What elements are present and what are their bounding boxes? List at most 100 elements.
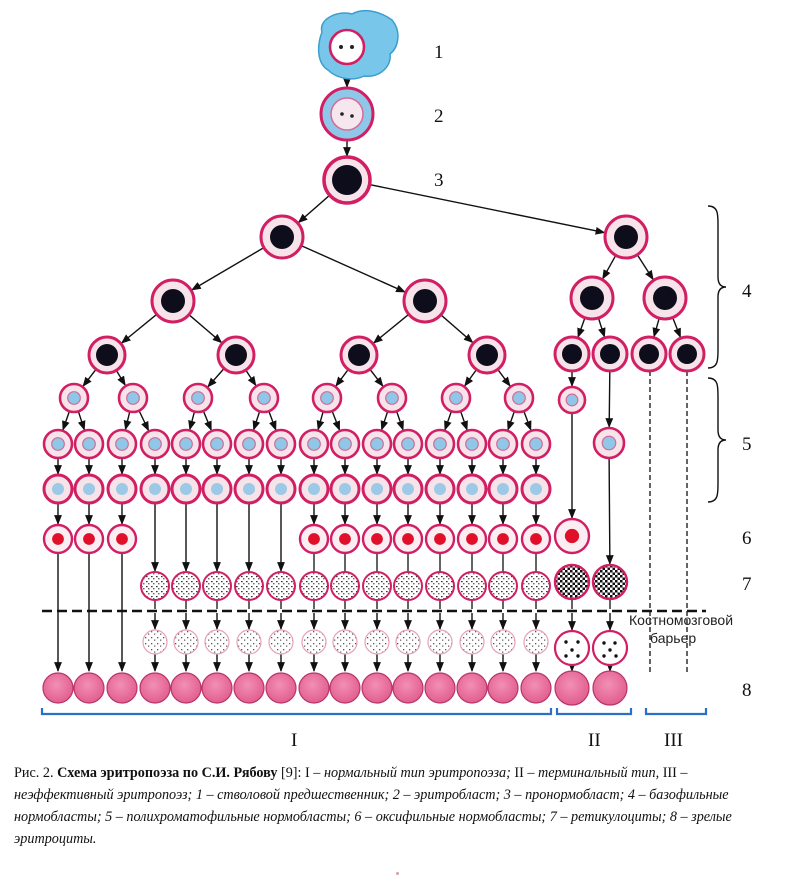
reticulocyte — [266, 571, 296, 601]
cell-nucleus — [338, 437, 352, 451]
caption-item-II: II – терминальный тип, — [514, 765, 660, 781]
arrow — [335, 369, 349, 387]
oxyphilic-normoblast — [106, 523, 138, 555]
granule — [564, 654, 568, 658]
reticulocyte-circulating — [364, 629, 390, 655]
cell-nucleus — [308, 533, 320, 545]
arrow — [188, 411, 196, 431]
reticulocyte-circulating — [427, 629, 453, 655]
oxyphilic-normoblast — [424, 523, 456, 555]
arrow — [636, 254, 654, 281]
barrier-label-line2: барьер — [650, 630, 696, 646]
cell-nucleus — [614, 225, 638, 249]
reticulocyte — [425, 571, 455, 601]
reticulocyte — [490, 629, 516, 655]
cell-nucleus — [466, 483, 478, 495]
bracket-group-II — [555, 708, 633, 716]
basophil-normoblast — [87, 335, 127, 375]
arrow — [252, 411, 261, 431]
reticulocyte — [488, 571, 518, 601]
stage-label-1: 1 — [434, 42, 444, 63]
polychromatophil-normoblast — [170, 428, 202, 460]
stage-label-2: 2 — [434, 106, 444, 127]
cell-nucleus — [401, 437, 415, 451]
cell-nucleus — [179, 437, 193, 451]
reticulocyte-terminal — [591, 629, 629, 667]
reticulocyte-circulating — [173, 629, 199, 655]
mature-erythrocyte — [233, 672, 265, 704]
polychromatophil-late — [233, 473, 265, 505]
arrow — [82, 368, 97, 387]
arrow — [62, 410, 71, 431]
cell-nucleus — [116, 533, 128, 545]
reticulocyte-circulating — [459, 629, 485, 655]
cell-nucleus — [433, 437, 447, 451]
basophil-normoblast — [668, 335, 706, 373]
polychromatophil-normoblast — [592, 426, 626, 460]
cell-nucleus — [308, 483, 320, 495]
mature-erythrocyte — [201, 672, 233, 704]
cell-nucleus — [115, 437, 129, 451]
group-label-III: III — [664, 730, 683, 751]
caption-item-1: 1 – стволовой предшественник; — [195, 787, 390, 803]
caption-title: Схема эритропоэза по С.И. Рябову — [57, 765, 278, 781]
reticulocyte — [234, 571, 264, 601]
polychromatophil-normoblast — [557, 385, 587, 415]
cell-nucleus — [243, 483, 255, 495]
cell-nucleus — [497, 483, 509, 495]
arrow — [316, 411, 325, 431]
polychromatophil-normoblast — [201, 428, 233, 460]
granule — [602, 641, 606, 645]
polychromatophil-normoblast — [182, 382, 214, 414]
polychromatophil-normoblast — [520, 428, 552, 460]
reticulocyte — [395, 629, 421, 655]
polychromatophil-normoblast — [376, 382, 408, 414]
cell-nucleus — [52, 533, 64, 545]
polychromatophil-normoblast — [265, 428, 297, 460]
polychromatophil-normoblast — [73, 428, 105, 460]
oxyphilic-normoblast — [456, 523, 488, 555]
arrow — [207, 368, 225, 388]
arrow — [395, 410, 404, 431]
reticulocyte-dense — [553, 563, 591, 601]
figure-caption: Рис. 2. Схема эритропоэза по С.И. Рябову… — [14, 762, 789, 850]
basophil-normoblast — [339, 335, 379, 375]
reticulocyte — [425, 571, 455, 601]
arrow — [138, 410, 150, 432]
oxyphilic-normoblast — [520, 523, 552, 555]
reticulocyte — [268, 629, 294, 655]
mature-erythrocyte — [298, 672, 330, 704]
reticulocyte — [393, 571, 423, 601]
granule — [602, 654, 606, 658]
basophil-normoblast — [553, 335, 591, 373]
cells-layer — [42, 9, 706, 706]
polychromatophil-normoblast — [487, 428, 519, 460]
arrow — [372, 313, 410, 344]
polychromatophil-normoblast — [361, 428, 393, 460]
cell-nucleus — [529, 437, 543, 451]
stray-dot — [396, 872, 399, 875]
arrow — [123, 411, 132, 431]
cell-nucleus — [496, 437, 510, 451]
reticulocyte-terminal — [553, 629, 591, 667]
reticulocyte-circulating — [523, 629, 549, 655]
arrow — [444, 410, 453, 431]
arrow — [577, 317, 586, 338]
nucleolus — [350, 114, 354, 118]
arrow — [202, 410, 212, 432]
cell-nucleus — [601, 435, 617, 451]
polychromatophil-normoblast — [329, 428, 361, 460]
granule — [576, 640, 580, 644]
reticulocyte — [299, 571, 329, 601]
arrows-layer — [54, 64, 688, 672]
arrow — [652, 317, 661, 338]
stage-label-6: 6 — [742, 528, 752, 549]
polychromatophil-normoblast — [233, 428, 265, 460]
arrow — [369, 183, 606, 235]
caption-item-7: 7 – ретикулоциты; — [549, 809, 667, 825]
reticulocyte-circulating — [490, 629, 516, 655]
reticulocyte — [140, 571, 170, 601]
mature-erythrocyte — [265, 672, 297, 704]
nucleolus — [340, 112, 344, 116]
brace-stage-4 — [707, 205, 727, 369]
